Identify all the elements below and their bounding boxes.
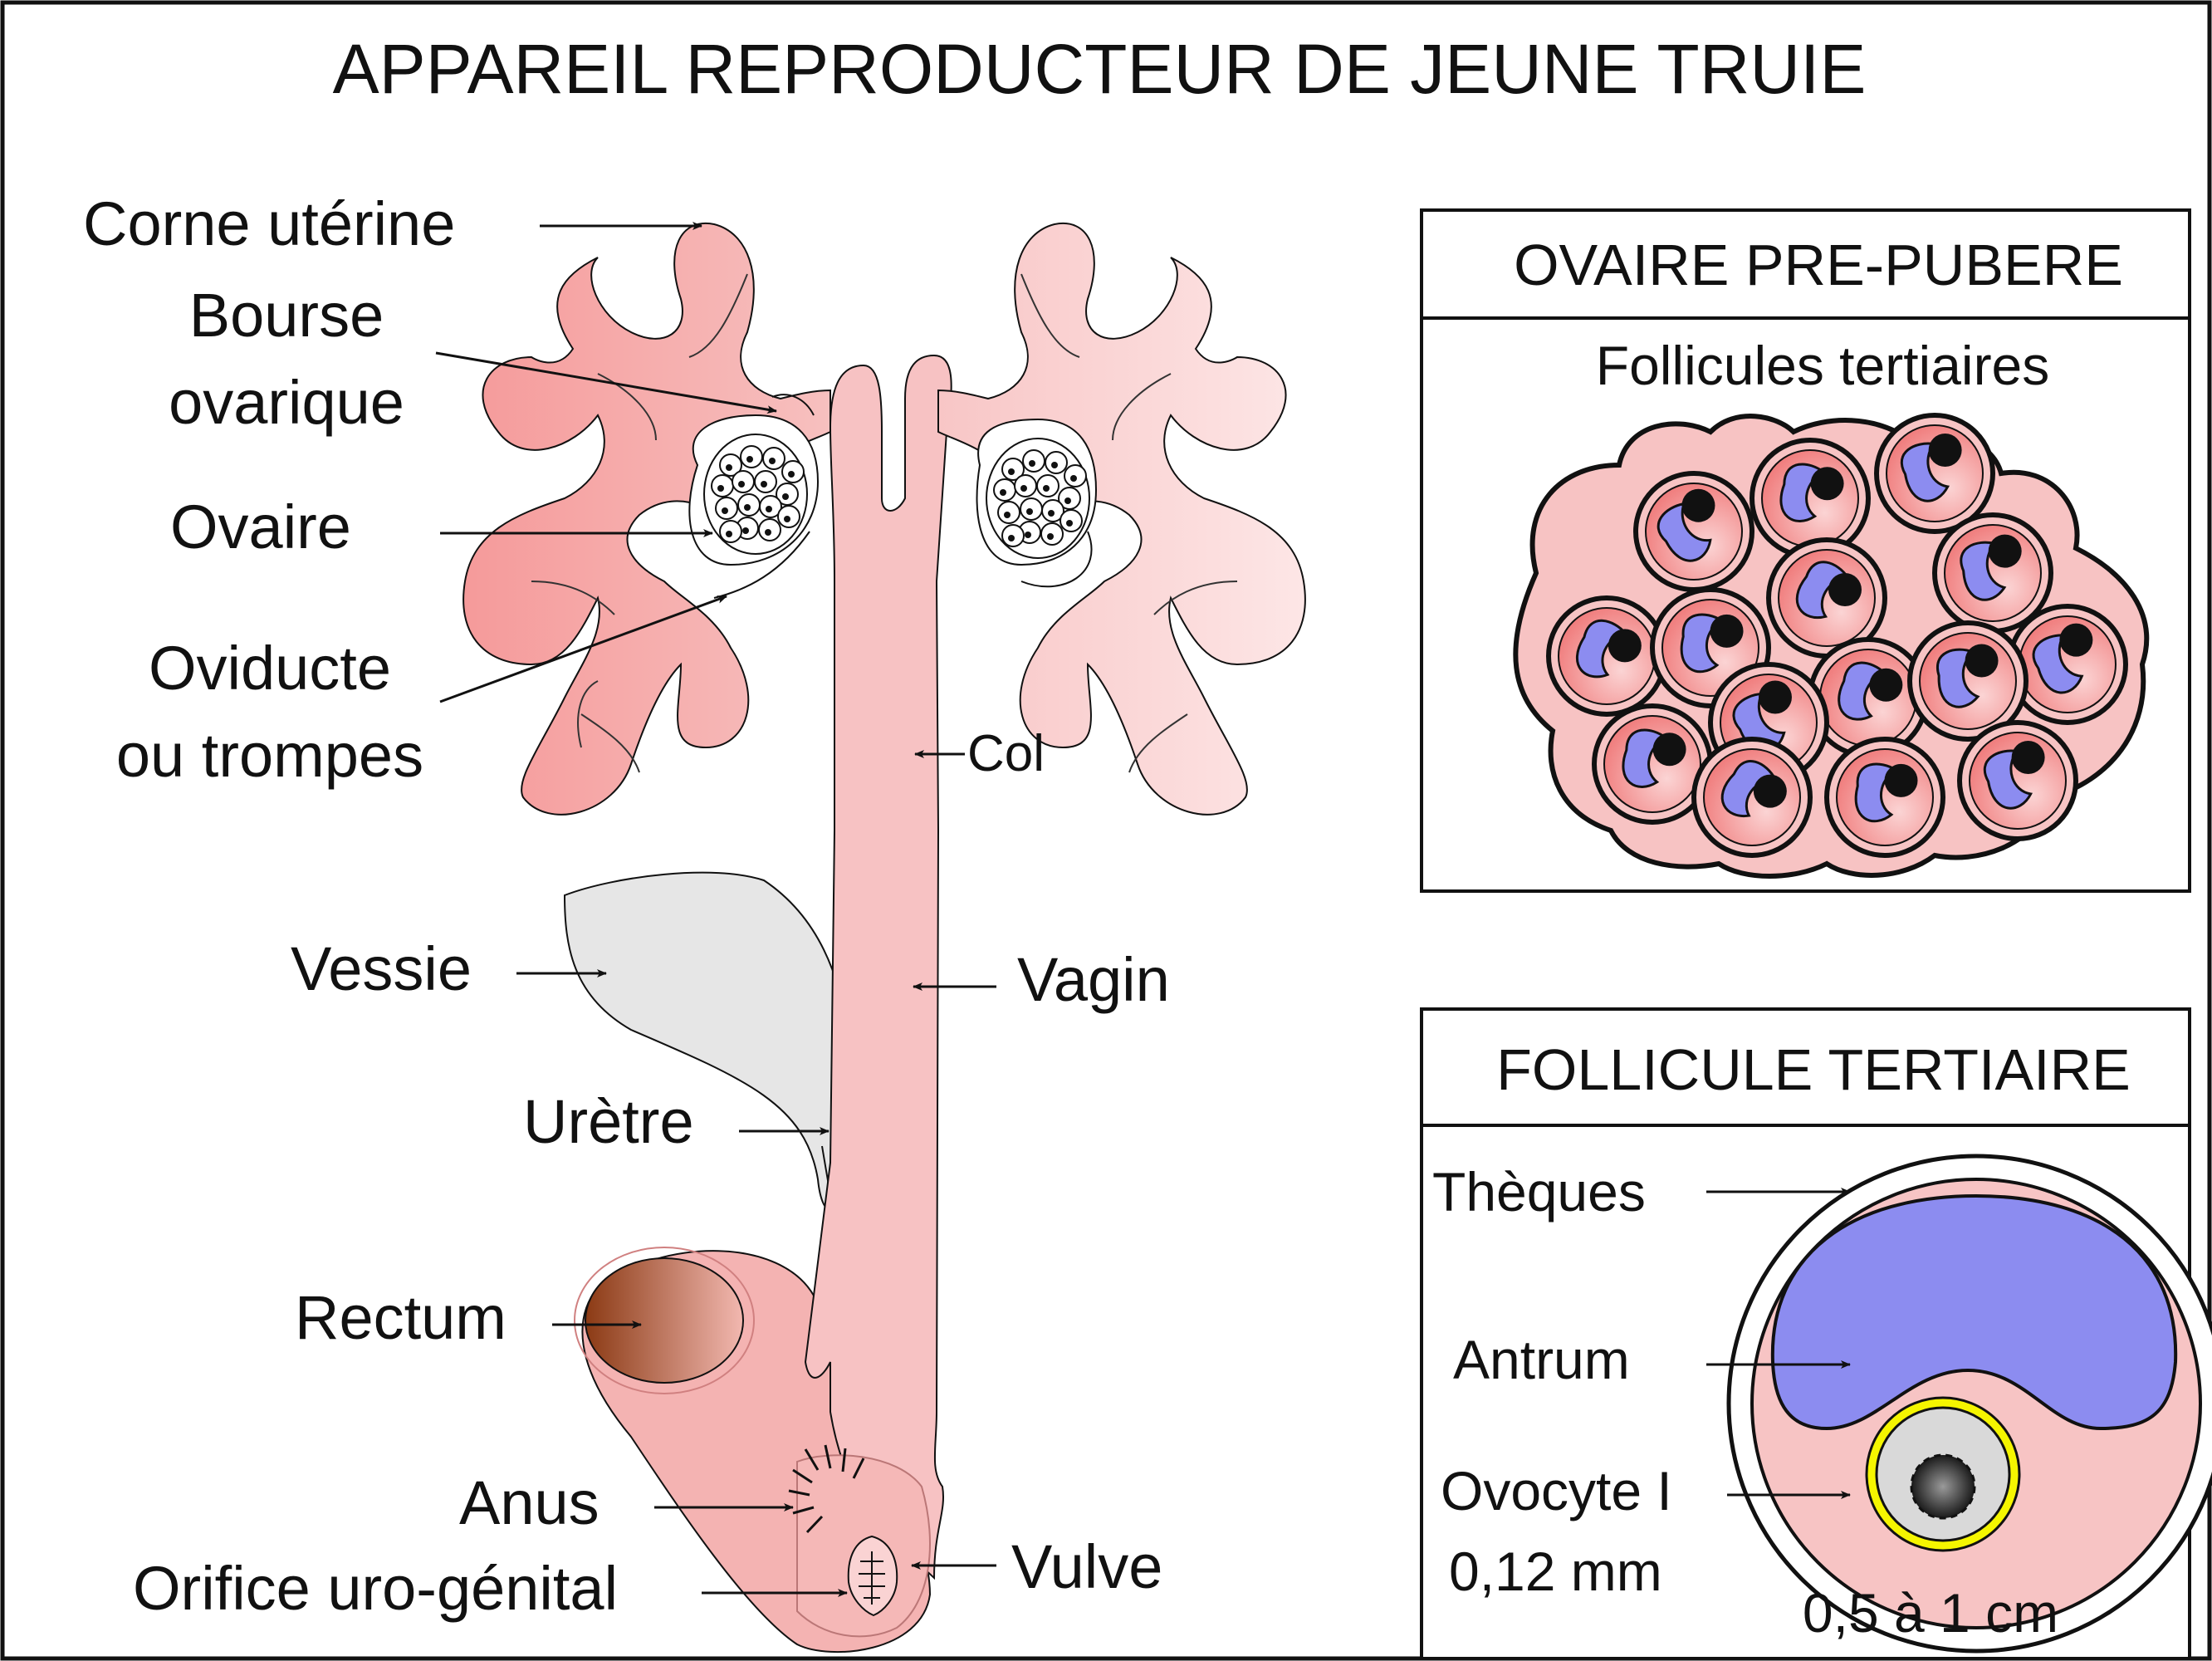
ovaire-panel: OVAIRE PRE-PUBERE Follicules tertiaires [1420,208,2191,893]
page-title: APPAREIL REPRODUCTEUR DE JEUNE TRUIE [333,30,1867,108]
follicle [1650,587,1771,708]
left-oviduct [713,531,810,599]
right-ovary [986,438,1090,559]
follicle [1750,438,1871,559]
right-oviduct [1020,531,1093,588]
label-oviducte-line1: Oviducte [149,634,391,703]
follicle [1546,595,1667,717]
follicle [1691,737,1813,858]
label-ovaire: Ovaire [170,492,351,561]
oocyte-nucleus [1910,1453,1976,1520]
label-anus: Anus [459,1468,599,1537]
follicle [1766,537,1887,659]
label-uretre: Urètre [523,1087,694,1156]
follicle [1824,737,1945,858]
follicle [1874,413,1995,534]
label-antrum: Antrum [1453,1329,1630,1390]
label-vessie: Vessie [291,934,472,1003]
left-ovary [703,434,808,555]
right-uterine-horn [937,222,1306,816]
label-oviducte-line2: ou trompes [116,721,423,790]
follicle [1808,637,1929,758]
follicule-panel-title: FOLLICULE TERTIAIRE [1496,1037,2131,1102]
ovaire-panel-title: OVAIRE PRE-PUBERE [1514,233,2123,297]
antrum [1770,1193,2178,1431]
follicule-panel: FOLLICULE TERTIAIRE Thèques Antrum Ovocy… [1420,1007,2212,1660]
left-uterine-horn [462,222,831,816]
anus-sphincter [788,1444,865,1534]
follicle [2007,604,2128,725]
label-vagin: Vagin [1017,945,1170,1014]
label-orifice: Orifice uro-génital [133,1554,618,1623]
label-bourse-line1: Bourse [189,281,384,350]
label-ovocyte: Ovocyte I [1441,1460,1672,1521]
arrow-bourse [435,351,777,414]
label-theques: Thèques [1432,1161,1646,1222]
bladder [563,871,853,1212]
ovaire-panel-subtitle: Follicules tertiaires [1596,335,2050,396]
follicle [1633,471,1754,592]
label-bourse-line2: ovarique [169,368,404,437]
label-vulve: Vulve [1011,1532,1162,1601]
label-rectum: Rectum [295,1283,507,1352]
follicle [1957,720,2078,841]
label-corne-uterine: Corne utérine [83,189,455,258]
follicle [1907,620,2028,742]
ovary-follicles [1546,413,2128,858]
label-follicle-size: 0,5 à 1 cm [1803,1582,2058,1644]
rectum-lumen [585,1257,744,1384]
label-col: Col [967,725,1045,782]
follicle [1932,512,2053,634]
arrow-oviducte [439,595,727,703]
label-ovocyte-size: 0,12 mm [1449,1541,1662,1602]
reproductive-tract [462,222,1306,1654]
vagina-cervix [804,354,952,1580]
